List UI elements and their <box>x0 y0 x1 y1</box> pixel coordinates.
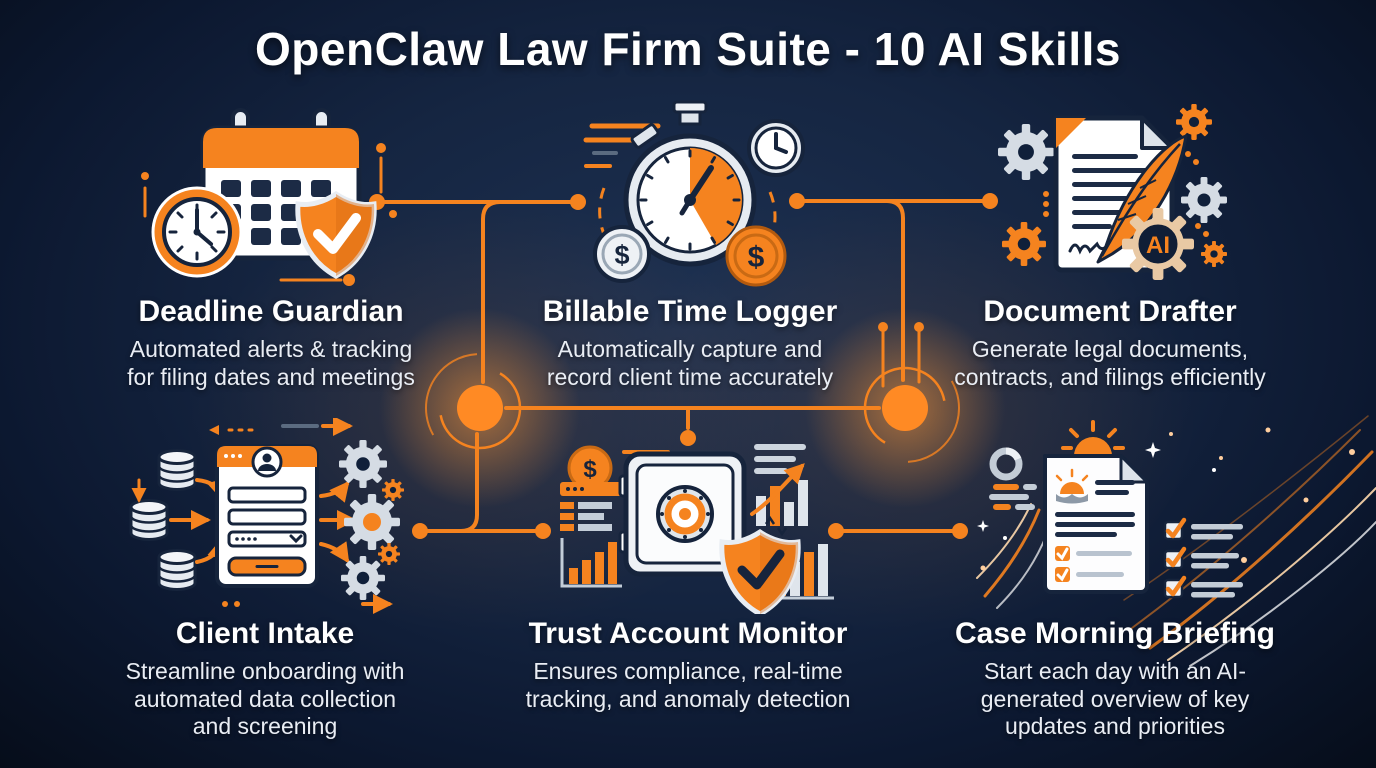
sunrise-icon <box>1061 420 1125 456</box>
icon-wrap <box>905 418 1325 614</box>
stopwatch-icon <box>623 100 757 267</box>
intake-form-icon <box>215 444 319 588</box>
svg-text:$: $ <box>614 240 629 270</box>
skill-title: Case Morning Briefing <box>954 617 1276 650</box>
sunrise-briefing-doc-icon <box>976 420 1243 609</box>
skill-description: Automated alerts & tracking for filing d… <box>127 336 415 390</box>
skill-title: Deadline Guardian <box>138 295 404 328</box>
svg-text:$: $ <box>748 241 765 274</box>
skill-title: Document Drafter <box>983 295 1237 328</box>
skill-card-billable-time-logger: $ $ Billable Time Logger Automatically c… <box>480 96 900 391</box>
quill-icon <box>1096 134 1188 264</box>
stopwatch-billing-icon: $ $ <box>583 100 805 287</box>
deco-bottom <box>222 594 393 614</box>
skill-description: Streamline onboarding with automated dat… <box>125 658 405 740</box>
dollar-coin-white-icon: $ <box>593 225 651 283</box>
dollar-coin-orange-icon: $ <box>725 225 787 287</box>
briefing-document-icon <box>1043 454 1149 594</box>
skill-card-client-intake: Client Intake Streamline onboarding with… <box>55 418 475 741</box>
icon-wrap <box>61 96 481 292</box>
dial-bolts <box>660 489 710 539</box>
tick-marks <box>639 149 741 251</box>
skill-title: Billable Time Logger <box>542 295 838 328</box>
intake-form-pipeline-icon <box>129 418 404 614</box>
chart-trend-right <box>750 444 808 526</box>
shield-check-icon <box>719 528 801 614</box>
gear-hub <box>363 513 381 531</box>
icon-wrap: $ <box>478 418 898 614</box>
mini-sunrise <box>1055 468 1089 504</box>
small-clock-icon <box>747 119 805 177</box>
skill-description: Start each day with an AI-generated over… <box>980 658 1250 740</box>
vault-icon <box>618 451 747 577</box>
ledger-icon <box>560 482 622 531</box>
deco-dots <box>1043 151 1209 237</box>
gear-icon <box>1176 104 1212 140</box>
svg-text:$: $ <box>583 456 597 483</box>
light-streaks <box>976 503 1048 609</box>
skill-description: Ensures compliance, real-time tracking, … <box>525 658 851 712</box>
skill-card-case-morning-briefing: Case Morning Briefing Start each day wit… <box>905 418 1325 741</box>
svg-text:AI: AI <box>1146 232 1170 259</box>
clock-icon <box>151 186 243 278</box>
text-lines <box>1055 480 1135 537</box>
gear-icon <box>382 479 404 501</box>
skill-title: Client Intake <box>175 617 355 650</box>
skill-description: Generate legal documents, contracts, and… <box>954 336 1266 390</box>
icon-wrap: AI <box>900 96 1320 292</box>
bar-chart-left <box>560 538 622 588</box>
skill-card-document-drafter: AI Document Drafter Generate legal docum… <box>900 96 1320 391</box>
icon-wrap <box>55 418 475 614</box>
signature-squiggle <box>1068 241 1109 255</box>
gear-icon <box>339 440 387 488</box>
ai-gear-badge: AI <box>1122 208 1194 280</box>
document-quill-ai-icon: AI <box>998 104 1227 280</box>
gear-icon <box>341 556 385 600</box>
deco-lines <box>143 156 383 282</box>
form-field <box>227 486 307 504</box>
skill-card-trust-account-monitor: $ <box>478 418 898 713</box>
skill-card-deadline-guardian: Deadline Guardian Automated alerts & tra… <box>61 96 481 391</box>
page-title: OpenClaw Law Firm Suite - 10 AI Skills <box>255 23 1121 75</box>
skill-title: Trust Account Monitor <box>528 617 848 650</box>
gear-icon <box>1181 177 1227 223</box>
gear-icon <box>378 543 400 565</box>
avatar <box>251 446 283 478</box>
database-icons <box>129 449 197 591</box>
form-dropdown <box>227 530 307 548</box>
vault-shield-charts-icon: $ <box>560 444 834 614</box>
shield-check-icon <box>295 190 377 279</box>
submit-button <box>227 556 307 577</box>
form-field <box>227 508 307 526</box>
deco-top <box>209 418 353 436</box>
calendar-shield-clock-icon <box>141 108 397 286</box>
gear-icon <box>1002 222 1046 266</box>
gear-icon <box>1201 241 1227 267</box>
icon-wrap: $ $ <box>480 96 900 292</box>
deco-dots <box>141 143 397 286</box>
doc-checklist <box>1055 546 1132 582</box>
gear-icon <box>998 124 1054 180</box>
skill-description: Automatically capture and record client … <box>546 336 834 390</box>
donut-chart-icon <box>989 447 1037 510</box>
side-checklist <box>1163 517 1243 599</box>
